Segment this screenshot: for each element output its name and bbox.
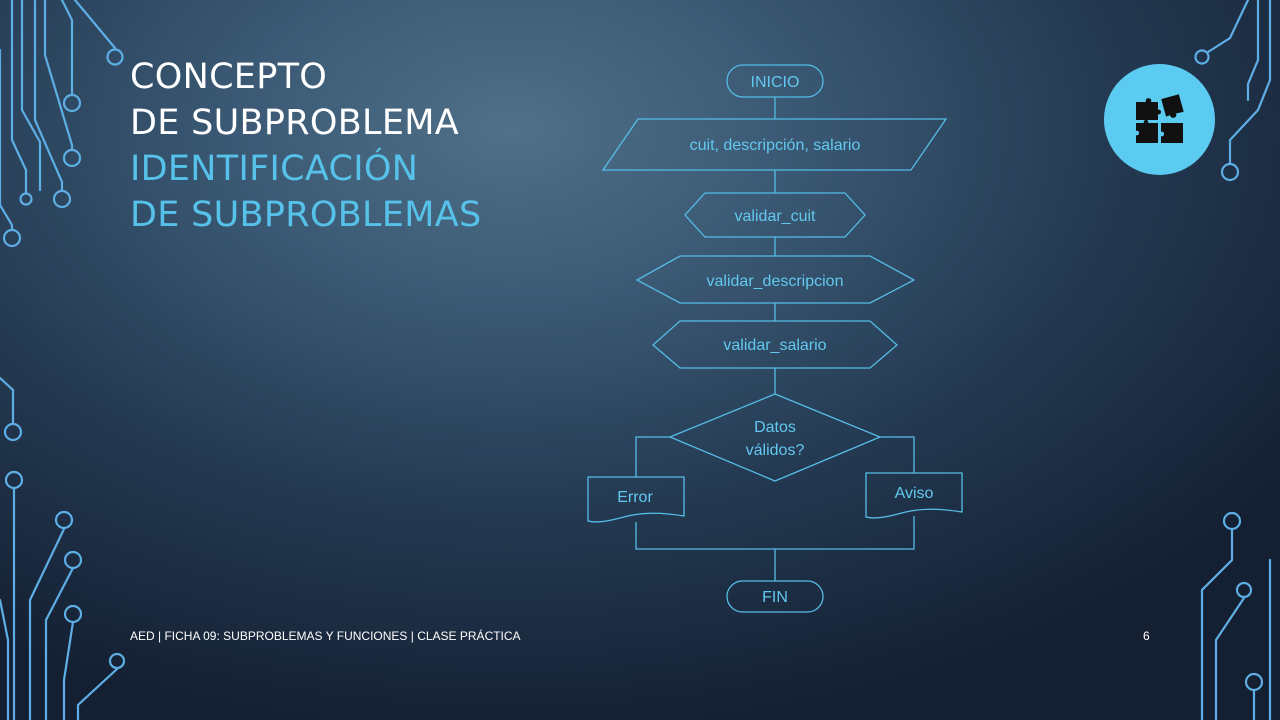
aviso-label: Aviso [895, 485, 934, 502]
title-line: DE SUBPROBLEMA [130, 103, 459, 143]
puzzle-icon [1136, 94, 1184, 143]
decision-diamond: Datos válidos? [668, 393, 882, 482]
decision-label-line2: válidos? [746, 442, 805, 459]
puzzle-badge [1104, 64, 1215, 175]
subtitle-line: DE SUBPROBLEMAS [130, 195, 482, 235]
subprocess-label: validar_cuit [735, 208, 816, 225]
slide-footer: AED | FICHA 09: SUBPROBLEMAS Y FUNCIONES… [130, 629, 521, 643]
title-line: CONCEPTO [130, 57, 328, 97]
decision-label-line1: Datos [754, 419, 796, 436]
start-label: INICIO [751, 74, 800, 91]
flow-connectors [635, 97, 915, 581]
input-data-shape: cuit, descripción, salario [601, 118, 948, 171]
error-label: Error [617, 489, 653, 506]
subprocess-validar-descripcion: validar_descripcion [635, 255, 916, 304]
start-terminator: INICIO [726, 64, 824, 98]
slide-title: CONCEPTO DE SUBPROBLEMA IDENTIFICACIÓN D… [130, 54, 482, 238]
input-label: cuit, descripción, salario [690, 137, 861, 154]
end-terminator: FIN [726, 580, 824, 613]
aviso-output-document: Aviso [865, 472, 963, 519]
page-number: 6 [1143, 629, 1150, 643]
end-label: FIN [762, 589, 788, 606]
subprocess-validar-cuit: validar_cuit [684, 192, 866, 238]
subtitle-line: IDENTIFICACIÓN [130, 149, 419, 189]
subprocess-label: validar_salario [723, 337, 826, 354]
error-output-document: Error [587, 476, 685, 523]
subprocess-validar-salario: validar_salario [652, 320, 898, 369]
subprocess-label: validar_descripcion [707, 273, 844, 290]
